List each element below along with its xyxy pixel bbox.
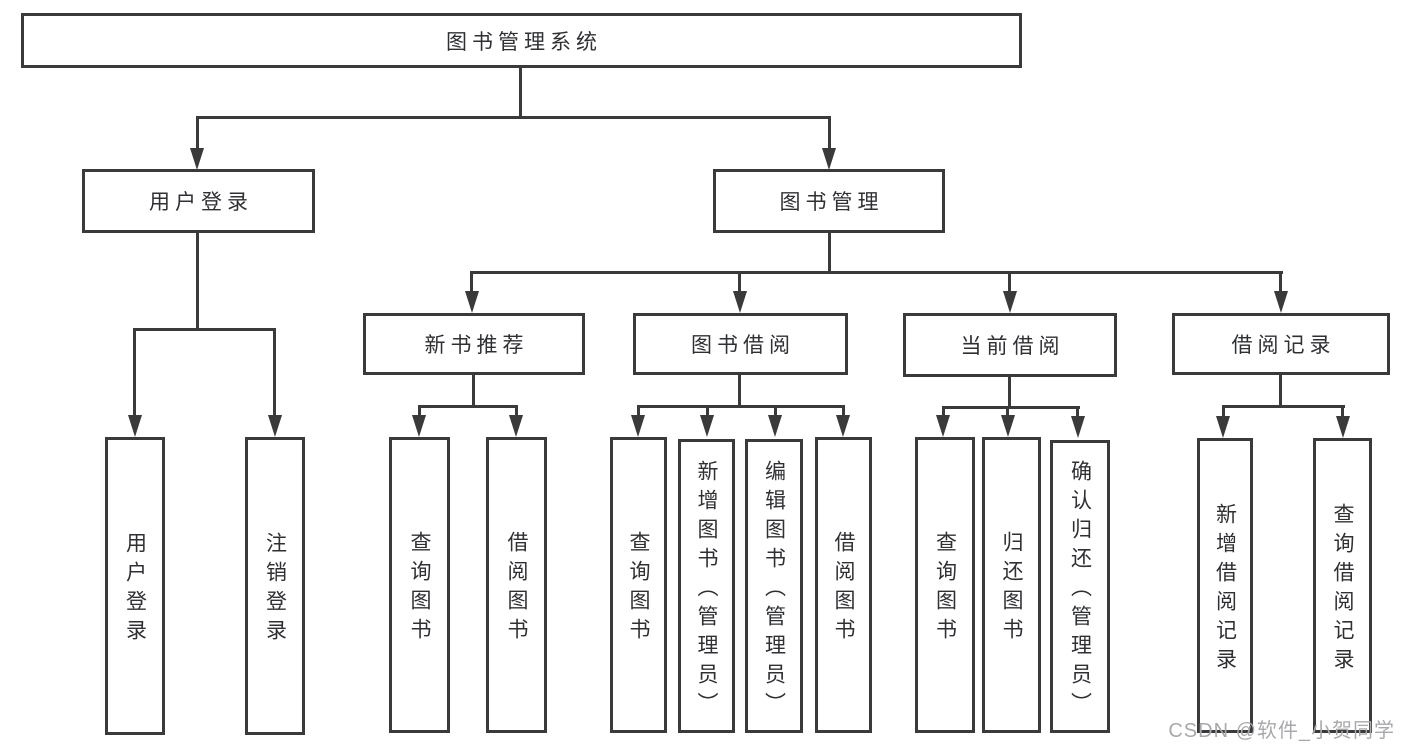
node-borrow-records: 借阅记录 [1172, 313, 1390, 375]
arrow-down-icon [936, 415, 950, 437]
node-leaf-query-book-2-label: 查询图书 [627, 531, 650, 647]
connector-line [1008, 377, 1011, 408]
connector-line [1222, 405, 1225, 418]
connector-line [1222, 405, 1345, 408]
node-leaf-user-login-label: 用户登录 [123, 532, 147, 648]
node-current-borrow-label: 当前借阅 [960, 335, 1065, 358]
connector-line [1279, 375, 1282, 407]
arrow-down-icon [1001, 415, 1015, 437]
connector-line [196, 116, 199, 150]
connector-line [828, 116, 831, 150]
connector-line [738, 271, 741, 293]
node-leaf-add-book-admin: 新增图书（管理员） [678, 439, 735, 733]
node-book-management: 图书管理 [713, 169, 945, 233]
node-book-management-label: 图书管理 [779, 191, 884, 214]
node-user-login: 用户登录 [82, 169, 315, 233]
connector-line [738, 375, 741, 407]
node-leaf-return-book: 归还图书 [982, 437, 1041, 733]
arrow-down-icon [1336, 416, 1350, 438]
connector-line [774, 405, 777, 417]
arrow-down-icon [1003, 291, 1017, 313]
connector-line [470, 271, 473, 293]
arrow-down-icon [268, 415, 282, 437]
node-leaf-borrow-book-2-label: 借阅图书 [832, 531, 855, 647]
node-leaf-query-book-2: 查询图书 [610, 437, 667, 733]
node-leaf-user-login: 用户登录 [105, 437, 165, 735]
node-leaf-confirm-return-admin: 确认归还（管理员） [1050, 440, 1110, 733]
connector-line [133, 328, 275, 331]
connector-line [133, 328, 136, 415]
node-leaf-logout: 注销登录 [245, 437, 305, 735]
node-leaf-query-book-3: 查询图书 [915, 437, 975, 733]
node-current-borrow: 当前借阅 [903, 313, 1117, 377]
connector-line [519, 68, 522, 118]
node-leaf-edit-book-admin-label: 编辑图书（管理员） [762, 459, 786, 721]
arrow-down-icon [836, 415, 850, 437]
connector-line [418, 405, 518, 408]
node-leaf-query-borrow-record-label: 查询借阅记录 [1331, 502, 1354, 677]
arrow-down-icon [1274, 291, 1288, 313]
connector-line [1341, 405, 1344, 418]
arrow-down-icon [465, 291, 479, 313]
connector-line [1008, 271, 1011, 293]
arrow-down-icon [631, 415, 645, 437]
connector-line [515, 405, 518, 417]
node-leaf-edit-book-admin: 编辑图书（管理员） [745, 439, 803, 733]
arrow-down-icon [412, 415, 426, 437]
node-leaf-return-book-label: 归还图书 [1000, 531, 1023, 647]
arrow-down-icon [1071, 416, 1085, 438]
connector-line [1006, 406, 1009, 417]
node-root: 图书管理系统 [21, 13, 1022, 68]
arrow-down-icon [128, 415, 142, 437]
connector-line [842, 405, 845, 417]
connector-line [706, 405, 709, 417]
connector-line [273, 328, 276, 415]
connector-line [418, 405, 421, 417]
connector-line [196, 116, 831, 119]
connector-line [1076, 406, 1079, 417]
node-leaf-add-borrow-record-label: 新增借阅记录 [1213, 502, 1237, 677]
arrow-down-icon [768, 415, 782, 437]
node-borrow-records-label: 借阅记录 [1231, 334, 1336, 357]
connector-line [828, 233, 831, 273]
node-leaf-add-book-admin-label: 新增图书（管理员） [695, 459, 718, 721]
connector-line [470, 271, 1283, 274]
arrow-down-icon [509, 415, 523, 437]
arrow-down-icon [190, 148, 204, 170]
arrow-down-icon [733, 291, 747, 313]
arrow-down-icon [700, 415, 714, 437]
node-book-borrow-label: 图书借阅 [691, 334, 795, 357]
node-leaf-add-borrow-record: 新增借阅记录 [1197, 438, 1253, 733]
node-leaf-query-book-3-label: 查询图书 [933, 531, 957, 647]
node-book-borrow: 图书借阅 [633, 313, 848, 375]
node-root-label: 图书管理系统 [446, 30, 602, 54]
connector-line [637, 405, 845, 408]
watermark-text: CSDN @软件_小贺同学 [1168, 720, 1395, 742]
connector-line [472, 375, 475, 407]
node-user-login-label: 用户登录 [149, 191, 253, 214]
node-leaf-query-book-1-label: 查询图书 [408, 531, 431, 647]
connector-line [942, 406, 945, 417]
node-leaf-borrow-book-2: 借阅图书 [815, 437, 872, 733]
node-leaf-query-borrow-record: 查询借阅记录 [1313, 438, 1372, 733]
node-leaf-confirm-return-admin-label: 确认归还（管理员） [1068, 460, 1092, 721]
node-leaf-logout-label: 注销登录 [263, 532, 287, 648]
node-new-book-recommend: 新书推荐 [363, 313, 585, 375]
arrow-down-icon [822, 148, 836, 170]
connector-line [942, 406, 1080, 409]
node-leaf-query-book-1: 查询图书 [389, 437, 450, 733]
node-leaf-borrow-book-1: 借阅图书 [486, 437, 547, 733]
node-new-book-recommend-label: 新书推荐 [424, 334, 529, 357]
connector-line [637, 405, 640, 417]
node-leaf-borrow-book-1-label: 借阅图书 [505, 531, 528, 647]
connector-line [196, 233, 199, 330]
arrow-down-icon [1216, 416, 1230, 438]
connector-line [1279, 271, 1282, 293]
